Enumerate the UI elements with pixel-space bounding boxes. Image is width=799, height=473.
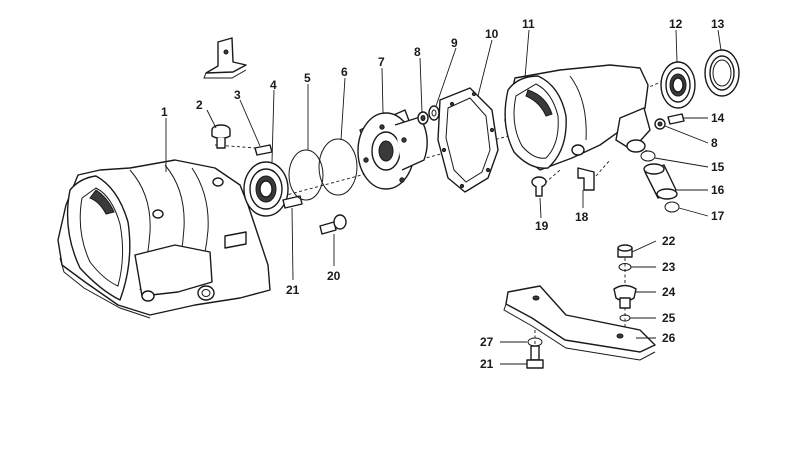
part-washer-9 xyxy=(428,105,440,121)
callout-8-lower: 8 xyxy=(711,136,718,150)
part-pin-3 xyxy=(254,144,273,156)
callout-12: 12 xyxy=(669,17,683,31)
part-shaft-21 xyxy=(282,195,303,209)
callout-14: 14 xyxy=(711,111,725,125)
callout-9: 9 xyxy=(451,36,458,50)
part-bearing-12 xyxy=(660,61,696,109)
part-transmission-case xyxy=(57,159,271,319)
part-crossmember-26 xyxy=(503,285,656,361)
part-gasket-10 xyxy=(437,87,499,193)
part-nut-8-lower xyxy=(654,118,666,130)
part-bolt-19 xyxy=(531,176,547,197)
callout-11: 11 xyxy=(522,17,535,31)
part-flange-housing-7 xyxy=(357,109,428,190)
callout-2: 2 xyxy=(196,98,203,112)
callout-16: 16 xyxy=(711,183,725,197)
callout-23: 23 xyxy=(662,260,676,274)
part-ring-17 xyxy=(664,201,680,213)
callout-10: 10 xyxy=(485,27,499,41)
part-nut-8-upper xyxy=(417,111,429,125)
callout-25: 25 xyxy=(662,311,676,325)
callout-3: 3 xyxy=(234,88,241,102)
callout-21-upper: 21 xyxy=(286,283,300,297)
callout-26: 26 xyxy=(662,331,676,345)
callout-22: 22 xyxy=(662,234,676,248)
part-bolt-2 xyxy=(211,124,231,149)
callout-13: 13 xyxy=(711,17,725,31)
callout-15: 15 xyxy=(711,160,725,174)
part-bolt-21-lower xyxy=(526,345,544,369)
callout-19: 19 xyxy=(535,219,549,233)
callout-8-upper: 8 xyxy=(414,45,421,59)
part-sleeve-16 xyxy=(643,163,678,200)
callout-18: 18 xyxy=(575,210,589,224)
callout-24: 24 xyxy=(662,285,676,299)
part-bolt-20 xyxy=(319,214,347,235)
leader-lines xyxy=(165,29,722,365)
part-bolt-14 xyxy=(667,113,685,125)
callout-20: 20 xyxy=(327,269,341,283)
part-ring-15 xyxy=(640,150,656,162)
callout-17: 17 xyxy=(711,209,725,223)
callout-5: 5 xyxy=(304,71,311,85)
callout-7: 7 xyxy=(378,55,385,69)
callout-21-lower: 21 xyxy=(480,357,494,371)
callout-6: 6 xyxy=(341,65,348,79)
part-o-ring-6 xyxy=(318,138,358,196)
part-snap-ring-5 xyxy=(288,149,324,201)
callout-27: 27 xyxy=(480,335,494,349)
part-bearing-4 xyxy=(243,161,289,217)
callout-4: 4 xyxy=(270,78,277,92)
part-seal-13 xyxy=(704,49,740,97)
part-bracket-18 xyxy=(577,167,595,191)
part-mount-stack xyxy=(613,244,637,322)
part-extension-housing-11 xyxy=(504,64,651,171)
part-angle-bracket xyxy=(203,37,247,79)
callout-labels: 1 2 3 4 5 6 7 8 9 10 11 12 13 14 8 15 16… xyxy=(161,17,725,371)
callout-1: 1 xyxy=(161,105,168,119)
